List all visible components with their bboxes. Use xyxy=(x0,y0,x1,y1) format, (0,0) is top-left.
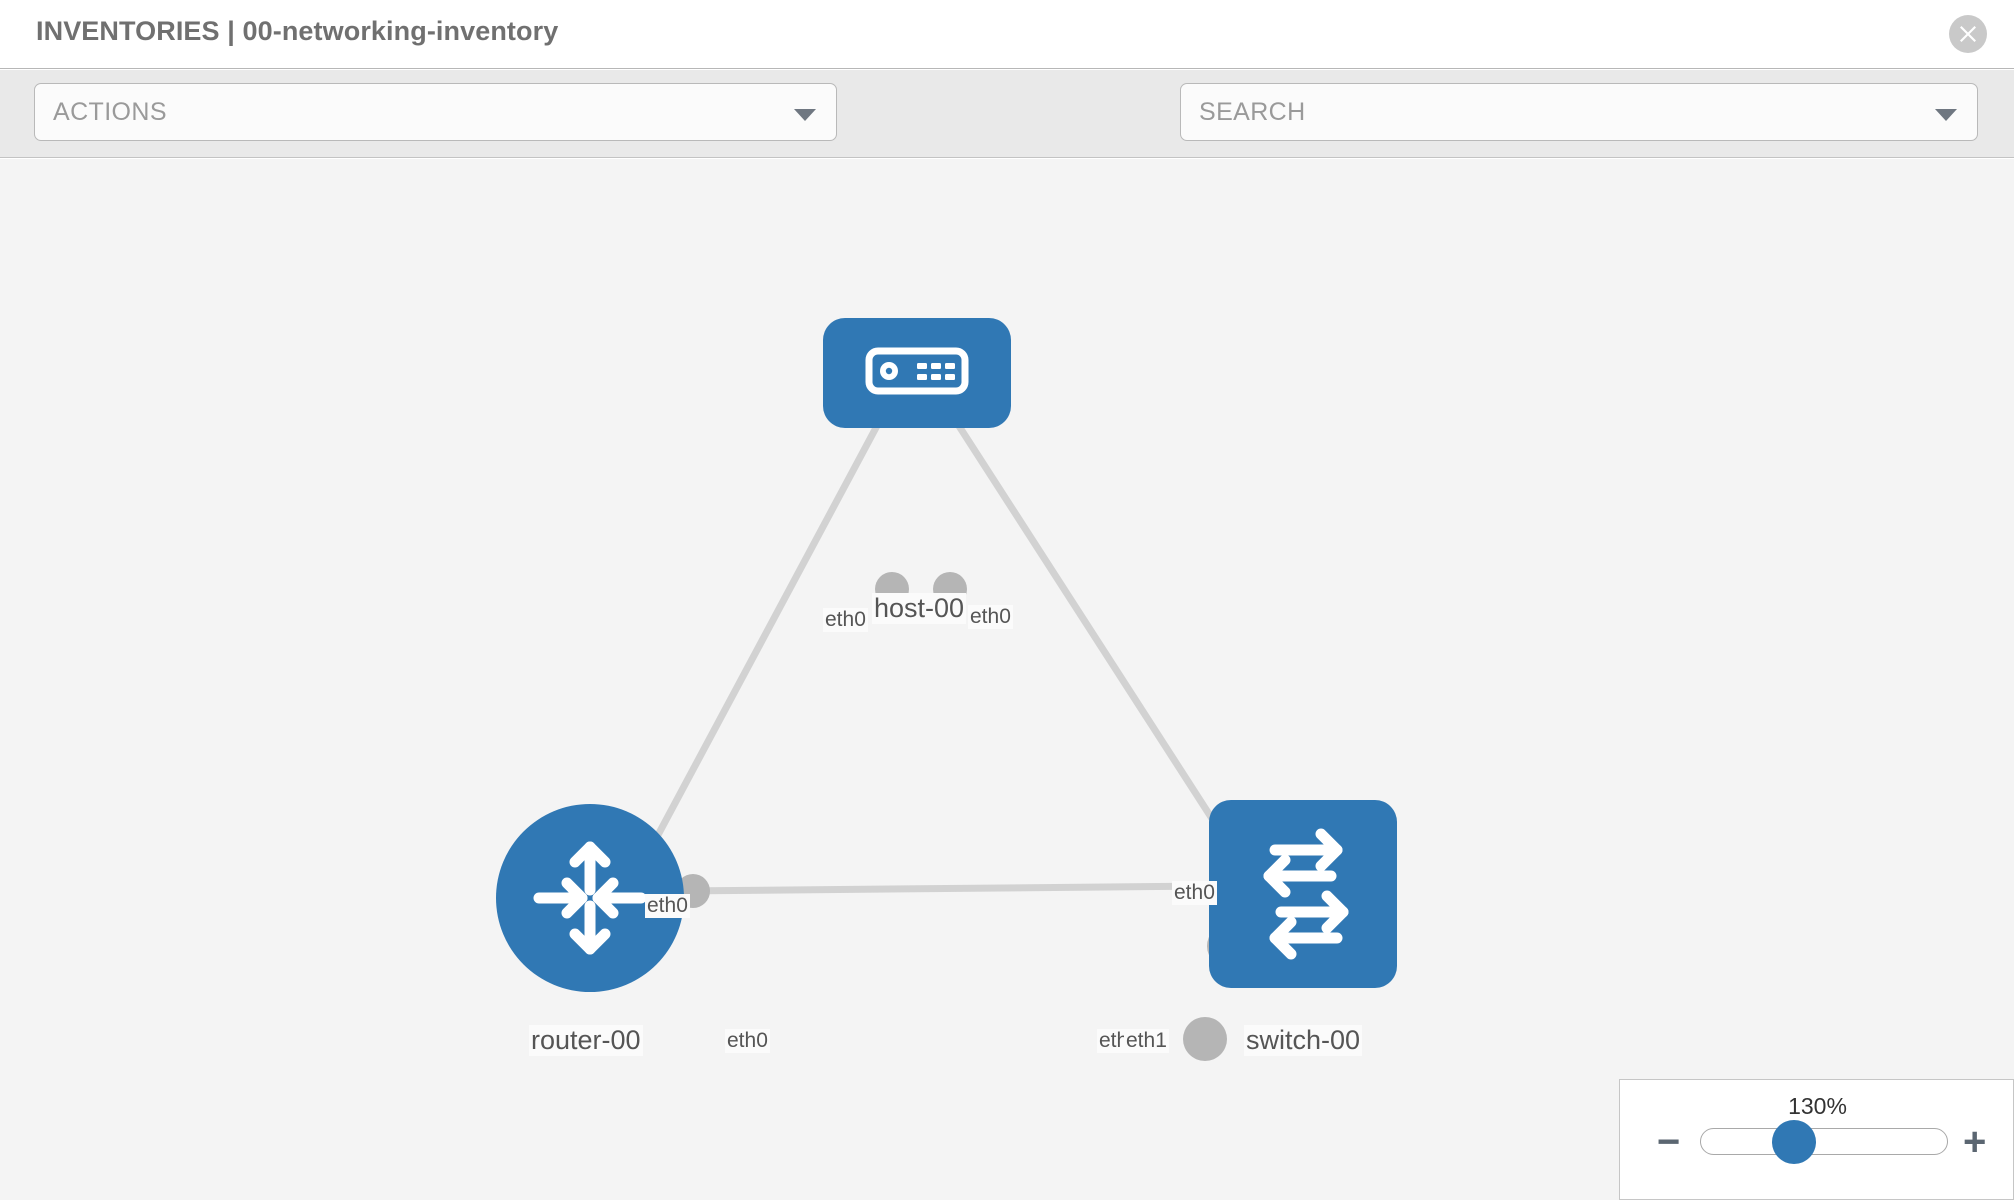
page-header: INVENTORIES | 00-networking-inventory xyxy=(0,0,2014,69)
actions-dropdown[interactable]: ACTIONS xyxy=(34,83,837,141)
close-icon xyxy=(1949,15,1987,53)
iface-label-router-right: eth0 xyxy=(725,1029,770,1053)
zoom-level-value: 130% xyxy=(1788,1093,1847,1119)
link-router-switch xyxy=(675,882,1216,895)
zoom-out-button[interactable]: − xyxy=(1657,1120,1681,1164)
iface-label-host-left: eth0 xyxy=(823,608,868,632)
node-host-00[interactable] xyxy=(823,318,1011,428)
chevron-down-icon xyxy=(794,109,816,121)
zoom-control-panel: 130% − + xyxy=(1619,1079,2014,1200)
server-icon xyxy=(865,347,969,395)
search-placeholder: SEARCH xyxy=(1199,98,1306,126)
node-label-host-00: host-00 xyxy=(872,593,967,624)
topology-canvas[interactable]: host-00 eth0 eth0 router-00 eth0 eth0 xyxy=(0,159,2014,1200)
iface-label-switch-up: eth0 xyxy=(1172,881,1217,905)
chevron-down-icon xyxy=(1935,109,1957,121)
node-switch-00[interactable] xyxy=(1209,800,1397,988)
topology-links xyxy=(624,407,1241,895)
close-button[interactable] xyxy=(1949,15,1987,53)
link-host-switch xyxy=(945,407,1241,861)
iface-label-host-right: eth0 xyxy=(968,605,1013,629)
search-input[interactable]: SEARCH xyxy=(1180,83,1978,141)
iface-label-switch-left-b: eth1 xyxy=(1124,1029,1169,1053)
node-label-switch-00: switch-00 xyxy=(1244,1025,1363,1056)
iface-label-router-up: eth0 xyxy=(645,894,690,918)
page-title: INVENTORIES | 00-networking-inventory xyxy=(36,16,559,46)
link-host-router xyxy=(624,407,890,893)
zoom-slider-track[interactable] xyxy=(1700,1128,1948,1155)
node-label-router-00: router-00 xyxy=(529,1025,643,1056)
switch-arrows-icon xyxy=(1263,828,1349,960)
zoom-in-button[interactable]: + xyxy=(1963,1120,1987,1164)
zoom-slider-thumb[interactable] xyxy=(1772,1120,1816,1164)
toolbar: ACTIONS SEARCH xyxy=(0,70,2014,199)
actions-dropdown-label: ACTIONS xyxy=(53,98,167,126)
router-arrows-icon xyxy=(533,841,647,955)
connector-switch-left xyxy=(1183,1017,1227,1061)
